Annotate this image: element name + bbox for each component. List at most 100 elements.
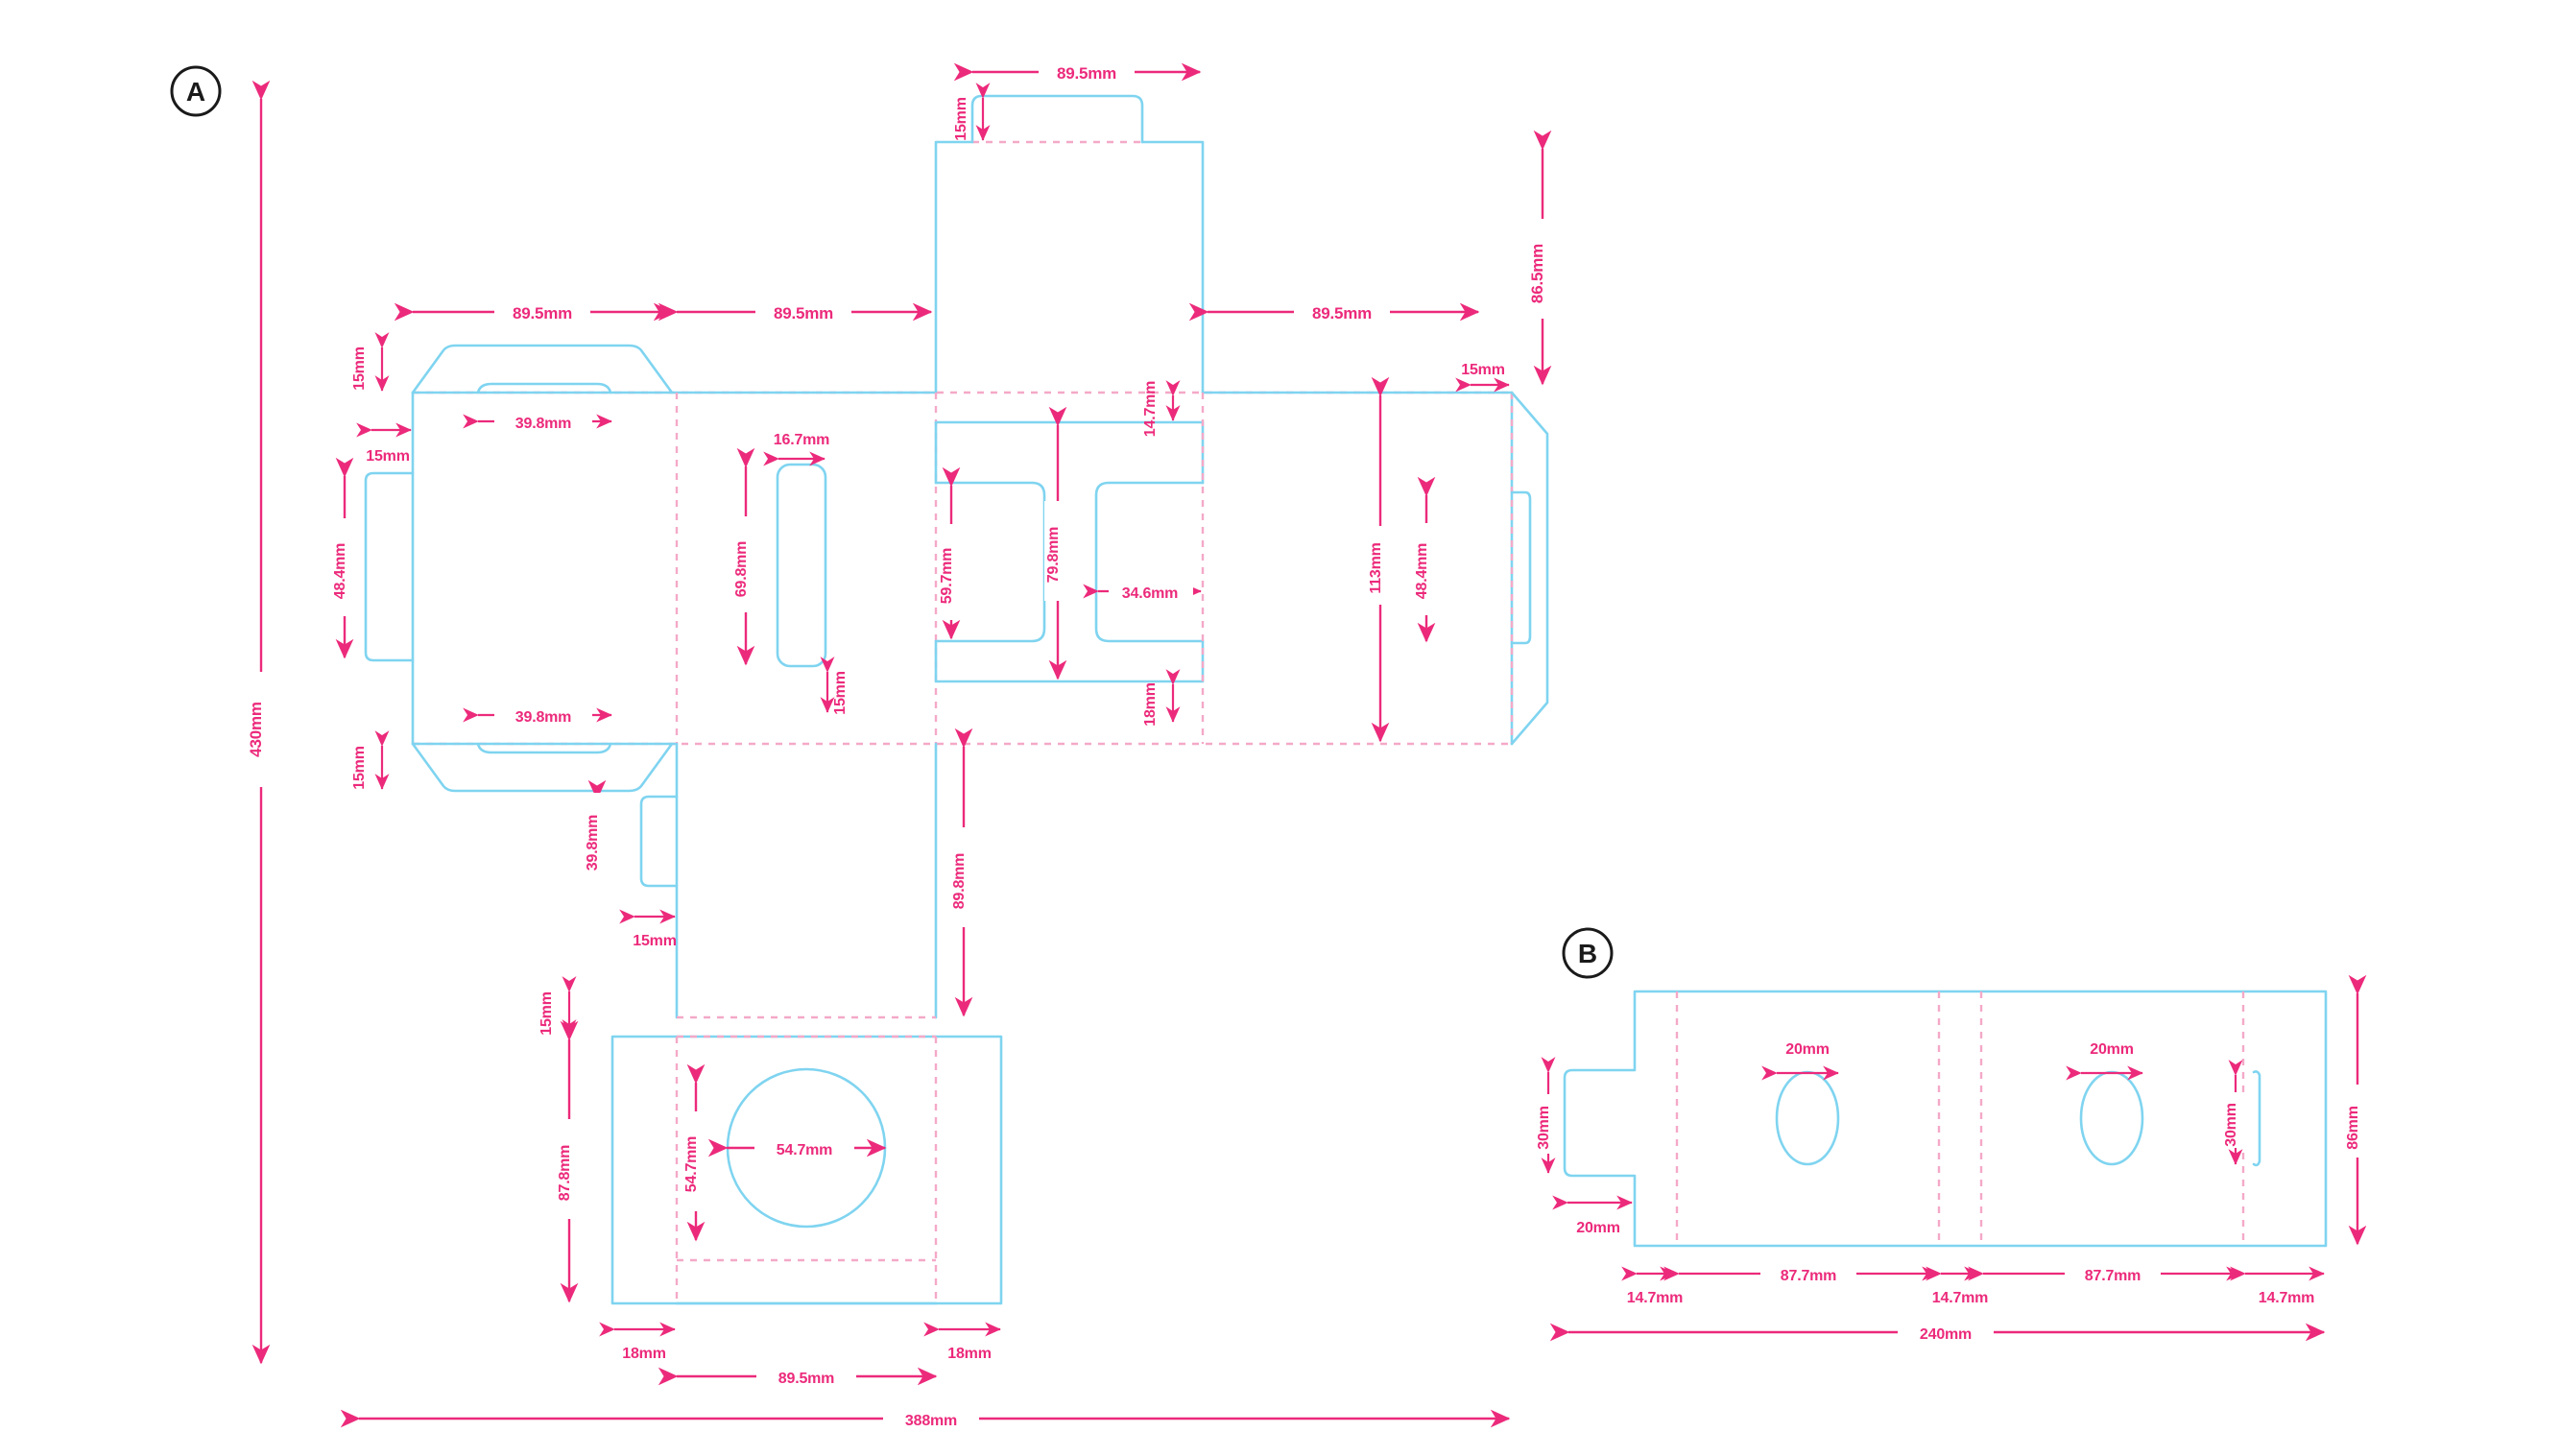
dim-mask-21 [883,1407,979,1430]
dim-left-flap-bottom-height: 15mm [351,746,368,789]
dim-b-panel2: 87.7mm [2085,1268,2141,1284]
figure-label-a: A [170,65,222,117]
figure-label-b-text: B [1578,939,1597,968]
lower-left-side-tab [639,795,679,888]
dim-mask-b4 [1760,1262,1856,1285]
dim-b-hole1-width: 20mm [1785,1041,1829,1058]
dim-b-tab-height: 30mm [1536,1106,1552,1149]
dim-mask-b6 [1898,1321,1994,1344]
figure-a-geometry [364,94,1549,1305]
dim-mask-5 [1529,219,1556,319]
figure-label-b: B [1562,927,1614,979]
dim-window-right-width: 34.6mm [1122,585,1178,602]
dim-mask-4 [1039,60,1135,84]
bottom-panel-cut [610,1035,1003,1305]
dim-mask-total-height [248,672,275,787]
figure-label-b-circle [1562,927,1614,979]
dim-right-glue-tab-height: 48.4mm [1414,543,1430,599]
dim-mask-b1 [1536,1094,1561,1154]
left-glue-tab-cut [364,471,415,662]
figure-b-dimensions: 30mm 20mm 20mm 20mm 30mm 86mm 14.7mm 87.… [1536,974,2371,1344]
dim-mask-20 [756,1365,856,1388]
dim-mask-17 [556,1119,583,1219]
top-tab-cut [970,94,1144,144]
dim-mask-9 [732,516,759,612]
center-top-panel-cut [934,140,1205,394]
dim-slot-width: 16.7mm [774,432,829,448]
dim-lower-left-flap-height: 39.8mm [585,815,601,871]
dim-window-bottom-offset: 18mm [1142,682,1159,726]
window-right-cut [1094,481,1205,643]
dim-window-total-height: 79.8mm [1045,527,1062,583]
dim-right-panel-height: 113mm [1368,542,1384,593]
dim-mask-18 [682,1111,709,1211]
insert-right-score [2252,1070,2261,1167]
dim-mask-10 [938,524,965,620]
dim-lower-left-flap-width: 15mm [633,933,676,949]
dim-mask-6 [494,410,592,433]
dim-slot-height: 69.8mm [733,541,750,597]
dim-center-panel-width: 89.5mm [774,304,833,322]
dim-bottom-panel-width: 89.5mm [778,1371,834,1387]
dim-mask-15 [584,793,610,891]
dim-mask-19 [754,1136,854,1159]
dim-b-flap-middle: 14.7mm [1932,1290,1988,1306]
figure-b-geometry [1563,990,2328,1248]
left-bottom-flap-notch [476,742,612,754]
dim-mask-b5 [2065,1262,2161,1285]
window-frame-bottom [934,639,1205,683]
dim-lower-panel-height: 89.8mm [951,853,968,909]
dim-left-glue-tab-height: 48.4mm [332,543,348,599]
dim-mask-3 [1294,299,1390,324]
dim-left-flap-side-width: 15mm [366,448,409,465]
figure-label-a-text: A [186,77,205,107]
dim-left-panel-width: 89.5mm [513,304,572,322]
dim-b-hole-height: 30mm [2223,1103,2239,1146]
dim-circle-diameter-v: 54.7mm [683,1136,700,1192]
dim-mask-8 [494,704,592,727]
dim-circle-diameter-h: 54.7mm [777,1142,832,1158]
insert-hole-1 [1775,1070,1840,1166]
dim-b-flap-left: 14.7mm [1627,1290,1683,1306]
insert-outline [1563,990,2328,1248]
dim-b-flap-right: 14.7mm [2259,1290,2314,1306]
dim-window-left-height: 59.7mm [939,548,955,604]
dim-b-total-height: 86mm [2345,1106,2361,1149]
dim-mask-b2 [2223,1092,2248,1148]
dim-mask-11 [1044,501,1071,601]
dim-bottom-right-flap-width: 18mm [947,1346,991,1362]
dim-b-panel1: 87.7mm [1781,1268,1836,1284]
dim-b-tab-width: 20mm [1576,1220,1619,1236]
dim-top-tab-width: 89.5mm [1057,64,1116,83]
dim-right-flap-width: 15mm [1461,362,1504,378]
dim-right-panel-width: 89.5mm [1312,304,1372,322]
dim-mask-2 [755,299,851,324]
dim-bottom-left-flap-width: 18mm [622,1346,665,1362]
left-top-dust-flap-cut [411,344,674,394]
dim-bottom-flap-top-gap: 15mm [538,991,555,1035]
center-panel-slot [776,463,827,668]
dim-mask-1 [494,299,590,324]
dim-left-top-flap-width: 39.8mm [515,416,571,432]
figure-label-a-circle [170,65,222,117]
dim-slot-bottom-offset: 15mm [832,671,849,714]
dim-mask-7 [331,518,358,616]
window-frame-top [934,420,1205,485]
dim-total-height: 430mm [247,702,265,757]
dim-bottom-panel-height: 87.8mm [557,1145,573,1201]
right-glue-tab-score [1510,490,1532,645]
dim-b-hole2-width: 20mm [2090,1041,2133,1058]
dim-b-total-width: 240mm [1920,1326,1972,1343]
dim-right-side-height: 86.5mm [1528,244,1546,303]
dim-mask-16 [950,827,977,927]
dim-window-top-offset: 14.7mm [1142,381,1159,437]
left-bottom-dust-flap-cut [411,742,674,793]
insert-hole-2 [2079,1070,2144,1166]
dim-top-tab-height: 15mm [953,97,969,140]
dim-left-flap-top-height: 15mm [351,346,368,390]
dim-mask-b3 [2344,1085,2371,1158]
dim-total-width: 388mm [905,1413,957,1429]
right-glue-tab-cut [1510,391,1549,746]
